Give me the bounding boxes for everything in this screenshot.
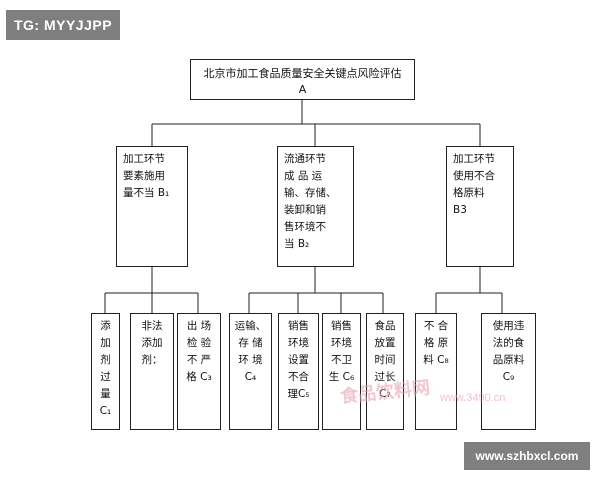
leaf-node-c7: 食品 放置 时间 过长C₇	[366, 313, 404, 430]
leaf-node-text: 运输、 存 储 环 境 C₄	[234, 320, 267, 383]
branch-node-text: 流通环节 成 品 运 输、存储、 装卸和销 售环境不 当 B₂	[284, 153, 337, 250]
leaf-node-text: 使用违 法的食 品原料 C₉	[492, 320, 525, 383]
branch-node-text: 加工环节 使用不合 格原料 B3	[453, 153, 495, 216]
root-node: 北京市加工食品质量安全关键点风险评估 A	[190, 59, 415, 100]
leaf-node-c6: 销售 环境 不卫 生 C₆	[322, 313, 361, 430]
leaf-node-c5: 销售 环境 设置 不合 理C₅	[278, 313, 319, 430]
leaf-node-text: 销售 环境 设置 不合 理C₅	[287, 320, 310, 400]
top-watermark-tag: TG: MYYJJPP	[6, 10, 120, 40]
leaf-node-text: 出 场 检 验 不 严 格 C₃	[186, 320, 212, 383]
leaf-node-c4: 运输、 存 储 环 境 C₄	[229, 313, 272, 430]
leaf-node-c1: 添 加 剂 过 量 C₁	[91, 313, 120, 430]
leaf-node-c2: 非法 添加 剂：	[130, 313, 174, 430]
bottom-watermark-tag: www.szhbxcl.com	[464, 442, 590, 470]
watermark-site: www.3490.cn	[440, 392, 506, 404]
leaf-node-c3: 出 场 检 验 不 严 格 C₃	[177, 313, 221, 430]
leaf-node-text: 不 合 格 原 料 C₈	[423, 320, 449, 366]
branch-node-b2: 流通环节 成 品 运 输、存储、 装卸和销 售环境不 当 B₂	[277, 146, 354, 267]
leaf-node-text: 销售 环境 不卫 生 C₆	[328, 320, 355, 383]
branch-node-text: 加工环节 要素施用 量不当 B₁	[123, 153, 170, 199]
leaf-node-text: 添 加 剂 过 量 C₁	[99, 320, 112, 417]
leaf-node-c9: 使用违 法的食 品原料 C₉	[481, 313, 536, 430]
leaf-node-c8: 不 合 格 原 料 C₈	[415, 313, 457, 430]
leaf-node-text: 食品 放置 时间 过长C₇	[374, 320, 396, 400]
root-node-text: 北京市加工食品质量安全关键点风险评估 A	[203, 67, 402, 96]
leaf-node-text: 非法 添加 剂：	[141, 320, 163, 366]
branch-node-b3: 加工环节 使用不合 格原料 B3	[446, 146, 514, 267]
branch-node-b1: 加工环节 要素施用 量不当 B₁	[116, 146, 188, 267]
